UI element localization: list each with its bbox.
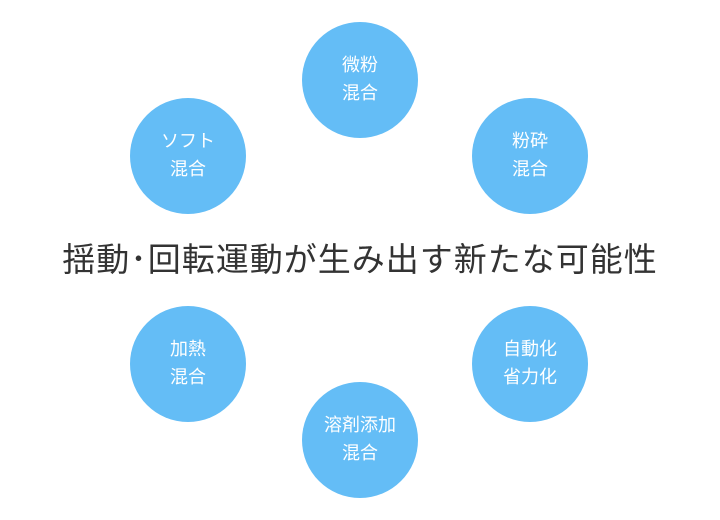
circle-label-line2: 混合 (170, 159, 206, 180)
circle-label-line1: 加熱 (170, 339, 206, 360)
circle-label-line1: 溶剤添加 (324, 415, 396, 436)
circle-label-line2: 省力化 (503, 367, 557, 388)
circle-label-line2: 混合 (342, 83, 378, 104)
circle-label-line1: 微粉 (342, 55, 378, 76)
mixing-type-circle-solvent-addition: 溶剤添加 混合 (302, 382, 418, 498)
circle-label-line1: 自動化 (503, 339, 557, 360)
circle-label-line2: 混合 (170, 367, 206, 388)
circle-label-line2: 混合 (512, 159, 548, 180)
headline: 揺動･回転運動が生み出す新たな可能性 (62, 240, 658, 279)
mixing-type-circle-soft: ソフト 混合 (130, 98, 246, 214)
circle-label-line2: 混合 (342, 443, 378, 464)
mixing-type-circle-fine-powder: 微粉 混合 (302, 22, 418, 138)
circle-label-line1: 粉砕 (512, 131, 548, 152)
mixing-type-circle-heating: 加熱 混合 (130, 306, 246, 422)
circle-label-line1: ソフト (161, 131, 215, 152)
mixing-type-circle-grinding: 粉砕 混合 (472, 98, 588, 214)
mixing-type-circle-automation: 自動化 省力化 (472, 306, 588, 422)
